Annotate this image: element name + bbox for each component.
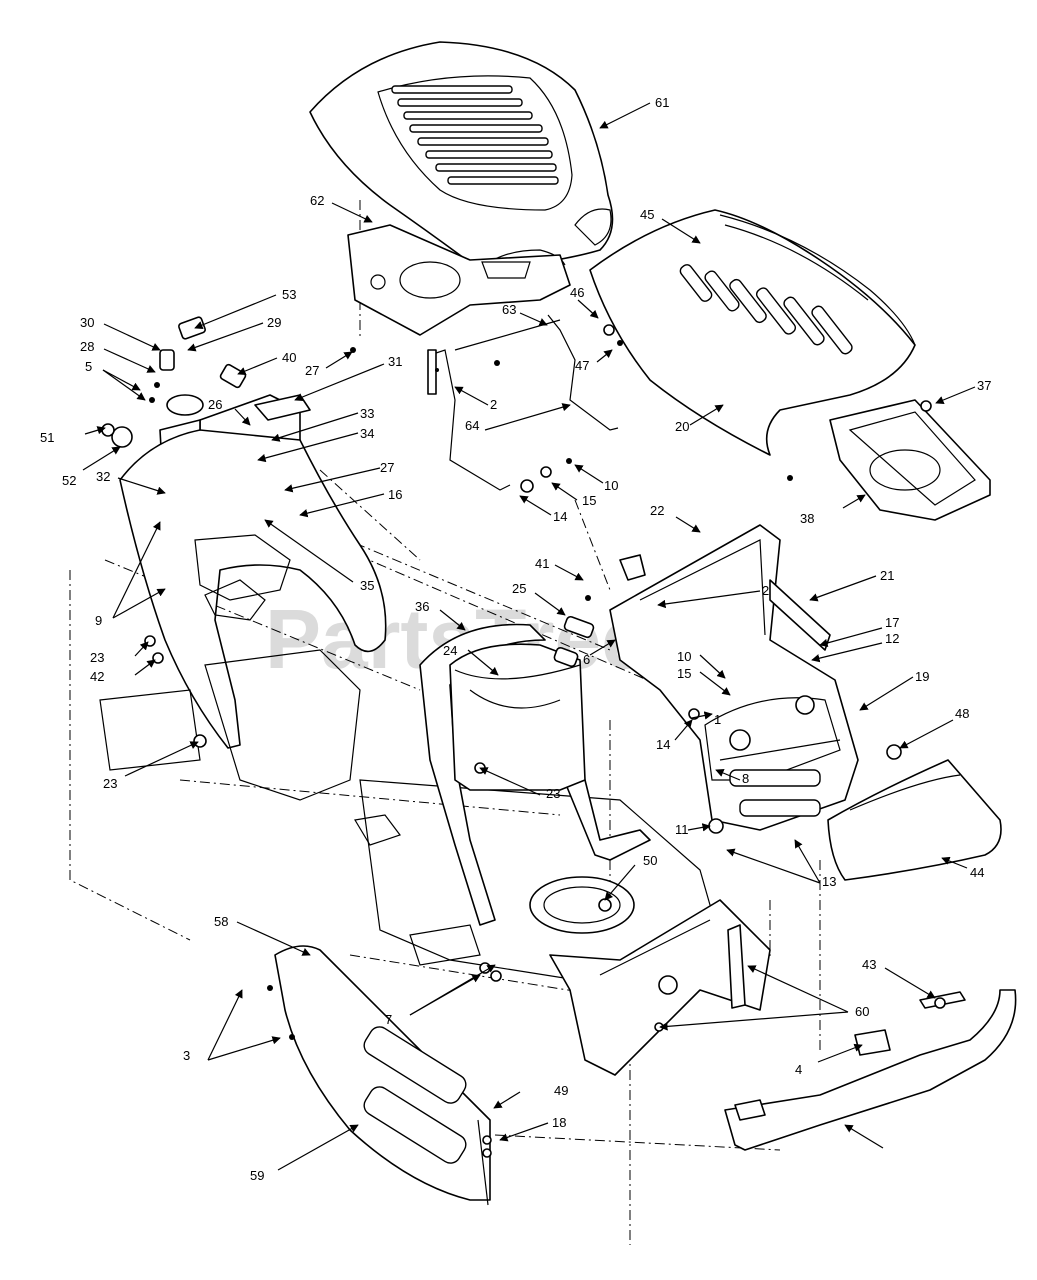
callout-51: 51 <box>40 430 54 445</box>
callout-48: 48 <box>955 706 969 721</box>
callout-14a: 14 <box>553 509 567 524</box>
callout-17: 17 <box>885 615 899 630</box>
callout-26: 26 <box>208 397 222 412</box>
callout-10a: 10 <box>604 478 618 493</box>
callout-50: 58 <box>214 914 228 929</box>
callout-2a: 2 <box>490 397 497 412</box>
callout-19: 19 <box>915 669 929 684</box>
callout-64: 64 <box>465 418 479 433</box>
callout-3: 49 <box>554 1083 568 1098</box>
callout-45: 45 <box>640 207 654 222</box>
part-rear-tray <box>829 399 991 521</box>
callout-1a: 1 <box>714 712 721 727</box>
callout-30: 30 <box>80 315 94 330</box>
callout-63: 63 <box>502 302 516 317</box>
part-front-axle <box>724 989 1017 1151</box>
callout-18: 59 <box>250 1168 264 1183</box>
callout-47: 47 <box>575 358 589 373</box>
part-bumper-cap <box>827 759 1002 881</box>
callout-12: 12 <box>885 631 899 646</box>
part-side-frame <box>119 429 387 749</box>
rear-hood-slots <box>679 264 853 355</box>
callout-25: 25 <box>512 581 526 596</box>
callout-44: 50 <box>643 853 657 868</box>
callout-49: 18 <box>552 1115 566 1130</box>
part-frame-rails <box>549 899 771 1076</box>
callout-40: 40 <box>282 350 296 365</box>
callout-23c: 23 <box>546 786 560 801</box>
callout-62: 62 <box>310 193 324 208</box>
part-fasteners <box>101 316 946 1158</box>
callout-9: 9 <box>95 613 102 628</box>
callout-10b: 10 <box>677 649 691 664</box>
callout-29: 29 <box>267 315 281 330</box>
callout-16: 16 <box>388 487 402 502</box>
part-hood <box>309 41 614 271</box>
callout-31: 31 <box>388 354 402 369</box>
callout-15a: 15 <box>582 493 596 508</box>
part-hood-panel <box>347 224 571 336</box>
part-chassis-plate <box>99 649 721 991</box>
callout-35: 35 <box>360 578 374 593</box>
callout-43: 7 <box>385 1012 392 1027</box>
callout-37: 37 <box>977 378 991 393</box>
callout-61: 61 <box>655 95 669 110</box>
callout-24: 24 <box>443 643 457 658</box>
callout-28: 28 <box>80 339 94 354</box>
callout-11: 13 <box>822 874 836 889</box>
callouts: 61 62 45 53 30 29 28 40 5 27 31 46 63 47… <box>40 95 991 1183</box>
callout-36: 36 <box>415 599 429 614</box>
callout-2b: 2 <box>762 583 769 598</box>
callout-6: 6 <box>583 652 590 667</box>
callout-34: 34 <box>360 426 374 441</box>
callout-32: 32 <box>96 469 110 484</box>
callout-46: 46 <box>570 285 584 300</box>
callout-13: 44 <box>970 865 984 880</box>
callout-15b: 15 <box>677 666 691 681</box>
part-hood-bracket <box>427 314 619 491</box>
part-small-cluster <box>553 595 595 668</box>
callout-27b: 27 <box>380 460 394 475</box>
callout-23b: 23 <box>103 776 117 791</box>
part-fuel-tank <box>449 643 586 791</box>
callout-5: 5 <box>85 359 92 374</box>
callout-41: 41 <box>535 556 549 571</box>
callout-14b: 14 <box>656 737 670 752</box>
callout-1b: 11 <box>675 822 689 837</box>
part-front-grille <box>274 945 491 1206</box>
callout-60: 4 <box>795 1062 802 1077</box>
callout-27a: 27 <box>305 363 319 378</box>
callout-22: 22 <box>650 503 664 518</box>
callout-4: 3 <box>183 1048 190 1063</box>
callout-8: 8 <box>742 771 749 786</box>
callout-33: 33 <box>360 406 374 421</box>
callout-38: 38 <box>800 511 814 526</box>
callout-23a: 23 <box>90 650 104 665</box>
callout-21: 21 <box>880 568 894 583</box>
callout-58: 43 <box>862 957 876 972</box>
part-rear-hood <box>589 209 916 456</box>
callout-42: 42 <box>90 669 104 684</box>
callout-52: 52 <box>62 473 76 488</box>
callout-20: 20 <box>675 419 689 434</box>
callout-7: 60 <box>855 1004 869 1019</box>
callout-53: 53 <box>282 287 296 302</box>
hood-vent-slots <box>391 85 559 185</box>
part-front-nose <box>609 524 859 831</box>
